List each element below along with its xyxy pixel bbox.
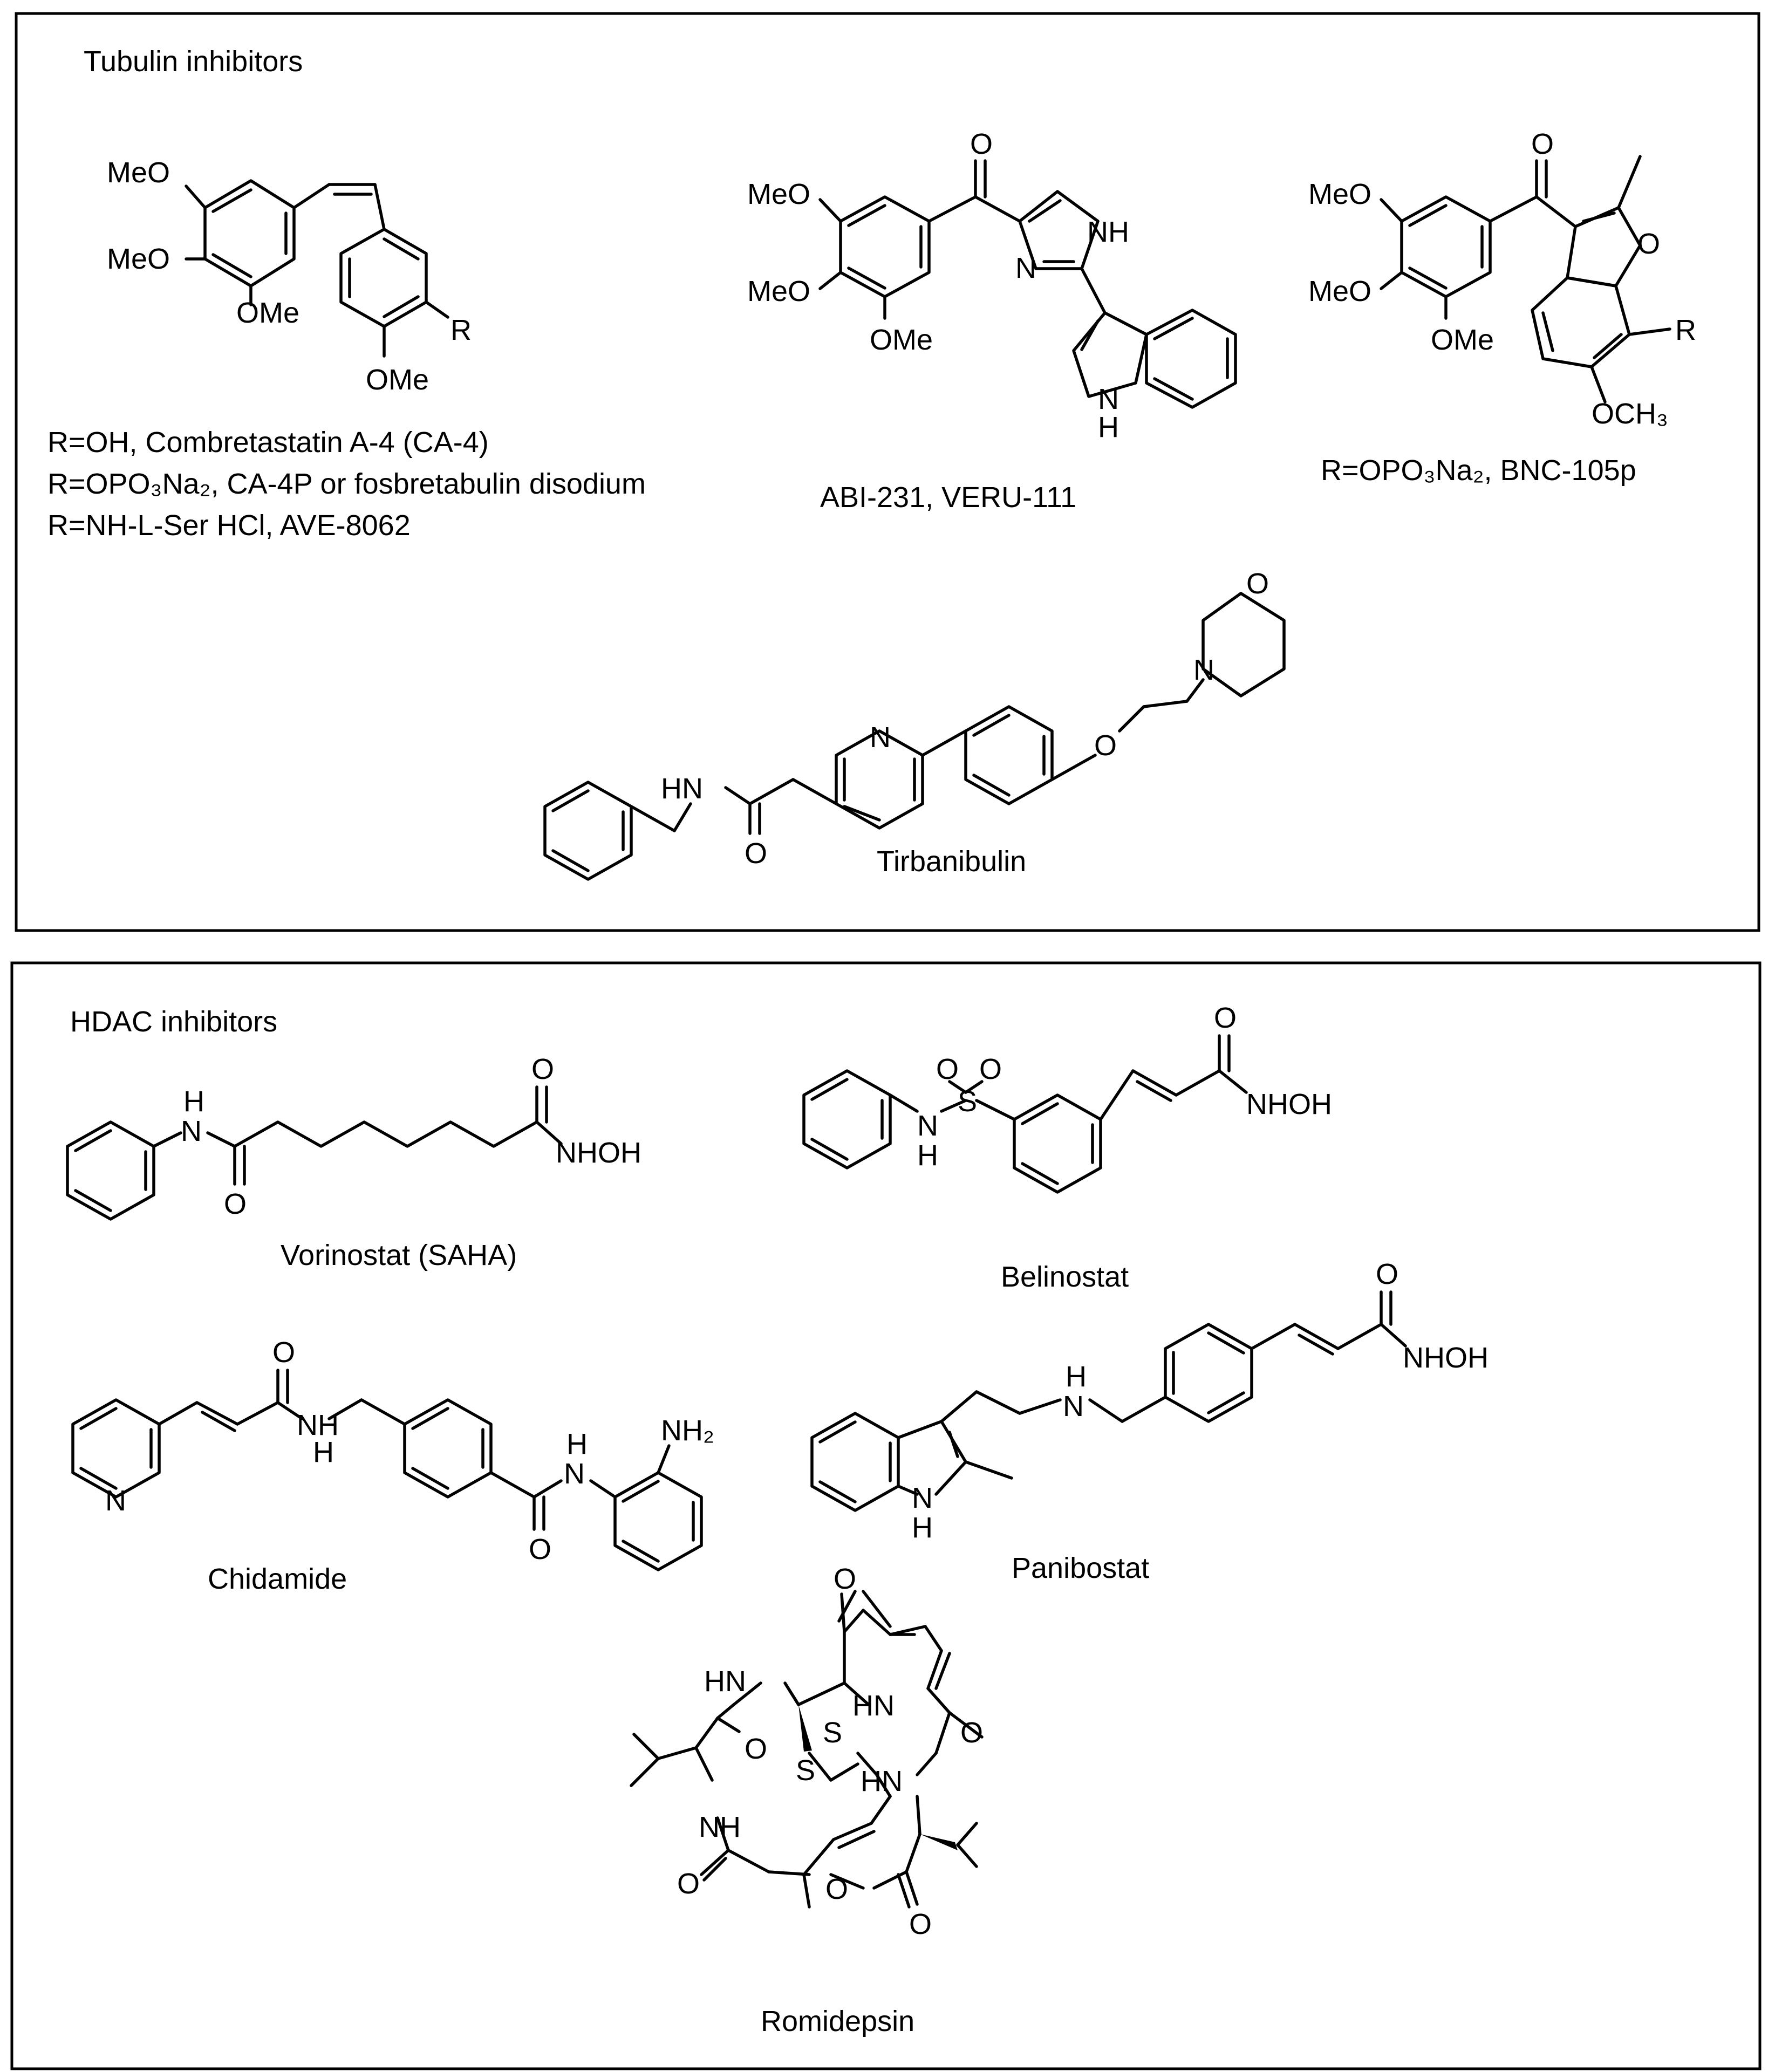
atom-label-o: O bbox=[936, 1053, 959, 1085]
atom-label-hn: HN bbox=[704, 1665, 746, 1698]
atom-label-hn: HN bbox=[852, 1690, 895, 1722]
abi231-structure: O MeO MeO OMe NH N N H bbox=[747, 128, 1237, 443]
combretastatin-caption-line3: R=NH-L-Ser HCl, AVE-8062 bbox=[47, 509, 411, 542]
atom-label-h: H bbox=[1098, 411, 1119, 443]
atom-label-o: O bbox=[745, 1733, 767, 1765]
hdac-panel-border bbox=[10, 961, 1762, 2070]
romidepsin-structure: HN O HN S S O O HN NH O O O bbox=[630, 1563, 984, 1940]
atom-label-h: H bbox=[1066, 1360, 1087, 1393]
atom-label-meo: MeO bbox=[1308, 275, 1371, 307]
atom-label-nhoh: NHOH bbox=[556, 1137, 641, 1169]
vorinostat-structure: H N O O NHOH bbox=[66, 1053, 641, 1221]
belinostat-structure: O O S N H O NHOH bbox=[802, 1002, 1332, 1194]
atom-label-hn: HN bbox=[861, 1765, 903, 1797]
atom-label-o: O bbox=[970, 128, 993, 160]
atom-label-o: O bbox=[979, 1053, 1002, 1085]
atom-label-s: S bbox=[796, 1754, 815, 1787]
atom-label-ome: OMe bbox=[1431, 324, 1494, 356]
tubulin-panel-title: Tubulin inhibitors bbox=[84, 45, 303, 78]
atom-label-n: N bbox=[105, 1485, 126, 1517]
atom-label-och3: OCH₃ bbox=[1592, 398, 1668, 430]
atom-label-r: R bbox=[1675, 314, 1696, 346]
atom-label-o: O bbox=[224, 1188, 247, 1220]
bnc105p-caption: R=OPO₃Na₂, BNC-105p bbox=[1321, 454, 1636, 487]
atom-label-n: N bbox=[1063, 1390, 1084, 1423]
atom-label-o: O bbox=[272, 1336, 295, 1369]
atom-label-n: N bbox=[564, 1458, 585, 1490]
atom-label-nhoh: NHOH bbox=[1246, 1088, 1332, 1120]
abi231-caption: ABI-231, VERU-111 bbox=[820, 481, 1076, 514]
combretastatin-caption-line1: R=OH, Combretastatin A-4 (CA-4) bbox=[47, 426, 489, 459]
tirbanibulin-structure: HN O N O N O bbox=[543, 567, 1286, 881]
atom-label-meo: MeO bbox=[747, 275, 810, 307]
atom-label-n: N bbox=[912, 1482, 933, 1514]
atom-label-h: H bbox=[313, 1436, 334, 1468]
hdac-panel-title: HDAC inhibitors bbox=[70, 1006, 277, 1038]
combretastatin-structure: MeO MeO OMe R OMe bbox=[107, 156, 472, 396]
atom-label-r: R bbox=[450, 314, 472, 346]
atom-label-o: O bbox=[960, 1717, 983, 1749]
atom-label-n: N bbox=[870, 721, 891, 754]
atom-label-nh2: NH₂ bbox=[661, 1414, 714, 1447]
atom-label-meo: MeO bbox=[1308, 178, 1371, 210]
tirbanibulin-caption: Tirbanibulin bbox=[877, 845, 1026, 878]
atom-label-meo: MeO bbox=[107, 156, 170, 189]
atom-label-n: N bbox=[1193, 654, 1214, 686]
atom-label-o: O bbox=[1637, 228, 1660, 260]
atom-label-o: O bbox=[1094, 729, 1117, 762]
chidamide-structure: N O NH H H N O NH₂ bbox=[71, 1336, 714, 1571]
atom-label-o: O bbox=[1376, 1258, 1398, 1290]
atom-label-o: O bbox=[677, 1868, 700, 1900]
atom-label-meo: MeO bbox=[747, 178, 810, 210]
combretastatin-caption-line2: R=OPO₃Na₂, CA-4P or fosbretabulin disodi… bbox=[47, 468, 646, 500]
atom-label-nh: NH bbox=[297, 1409, 339, 1441]
atom-label-h: H bbox=[566, 1428, 588, 1460]
atom-label-h: H bbox=[912, 1512, 933, 1544]
vorinostat-caption: Vorinostat (SAHA) bbox=[281, 1239, 517, 1271]
atom-label-n: N bbox=[1015, 252, 1036, 284]
atom-label-o: O bbox=[825, 1873, 848, 1905]
atom-label-s: S bbox=[823, 1717, 842, 1749]
panibostat-structure: H N N H O NHOH bbox=[810, 1258, 1489, 1544]
atom-label-nh: NH bbox=[1087, 216, 1129, 248]
atom-label-h: H bbox=[917, 1139, 938, 1172]
atom-label-o: O bbox=[1531, 128, 1554, 160]
atom-label-o: O bbox=[745, 837, 767, 870]
chidamide-caption: Chidamide bbox=[208, 1563, 347, 1595]
romidepsin-caption: Romidepsin bbox=[761, 2005, 914, 2037]
atom-label-h: H bbox=[183, 1085, 204, 1118]
belinostat-caption: Belinostat bbox=[1001, 1261, 1129, 1293]
atom-label-ome: OMe bbox=[236, 297, 299, 329]
atom-label-s: S bbox=[958, 1085, 977, 1118]
atom-label-ome: OMe bbox=[366, 364, 429, 396]
atom-label-n: N bbox=[917, 1110, 938, 1142]
atom-label-o: O bbox=[531, 1053, 554, 1085]
atom-label-meo: MeO bbox=[107, 243, 170, 275]
atom-label-nh: NH bbox=[699, 1811, 741, 1843]
atom-label-o: O bbox=[1246, 567, 1269, 600]
atom-label-o: O bbox=[909, 1908, 932, 1940]
bnc105p-structure: O O MeO MeO OMe R OCH₃ bbox=[1308, 128, 1696, 430]
atom-label-nhoh: NHOH bbox=[1403, 1342, 1489, 1374]
atom-label-hn: HN bbox=[661, 772, 703, 805]
atom-label-ome: OMe bbox=[870, 324, 933, 356]
atom-label-o: O bbox=[529, 1533, 551, 1565]
atom-label-n: N bbox=[1098, 383, 1119, 415]
atom-label-o: O bbox=[1214, 1002, 1237, 1034]
panibostat-caption: Panibostat bbox=[1012, 1552, 1149, 1584]
atom-label-o: O bbox=[834, 1563, 856, 1595]
atom-label-n: N bbox=[181, 1115, 202, 1147]
tubulin-panel-border bbox=[15, 12, 1760, 932]
